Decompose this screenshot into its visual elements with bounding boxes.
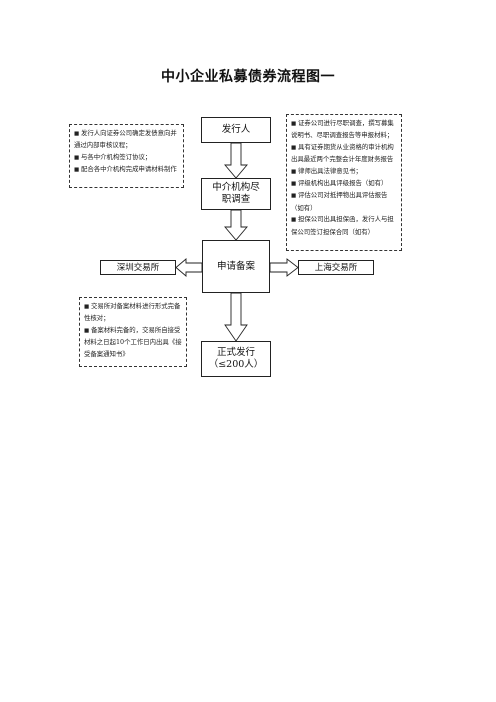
note-item: 发行人向证券公司确定发债意向并通过内部审核议程； [74,128,179,152]
note-item: 律师出具法律意见书； [291,166,397,178]
note-due-diligence-steps: 证券公司进行尽职调查，撰写募集说明书、尽职调查报告等申报材料； 具有证券期货从业… [286,114,402,251]
note-item: 证券公司进行尽职调查，撰写募集说明书、尽职调查报告等申报材料； [291,118,397,142]
note-item: 配合各中介机构完成申请材料制作 [74,164,179,176]
arrow-apply-to-issue [224,292,248,342]
node-issuer: 发行人 [201,117,271,143]
arrow-issuer-to-intermediary [224,142,248,179]
node-issue: 正式发行（≤200人） [201,341,271,377]
note-item: 备案材料完备的，交易所自接受材料之日起10个工作日内出具《接受备案通知书》 [84,325,182,360]
node-shenzhen: 深圳交易所 [100,260,176,275]
note-item: 交易所对备案材料进行形式完备性核对； [84,301,182,325]
arrow-intermediary-to-apply [224,209,248,241]
note-item: 担保公司出具担保函，发行人与担保公司签订担保合同（如有） [291,214,397,238]
note-item: 评级机构出具评级报告（如有） [291,178,397,190]
note-exchange-review: 交易所对备案材料进行形式完备性核对； 备案材料完备的，交易所自接受材料之日起10… [79,297,187,367]
note-issuer-steps: 发行人向证券公司确定发债意向并通过内部审核议程； 与各中介机构签订协议； 配合各… [69,124,184,188]
node-intermediary: 中介机构尽职调查 [201,178,271,210]
note-item: 评估公司对抵押物出具评估报告（如有） [291,190,397,214]
note-item: 具有证券期货从业资格的审计机构出具最近两个完整会计年度财务报告 [291,142,397,166]
note-item: 与各中介机构签订协议； [74,152,179,164]
arrow-apply-to-shanghai [269,258,299,277]
node-shanghai: 上海交易所 [298,260,374,275]
page-title: 中小企业私募债券流程图一 [161,69,335,85]
node-apply: 申请备案 [202,240,270,293]
arrow-apply-to-shenzhen [175,258,203,277]
